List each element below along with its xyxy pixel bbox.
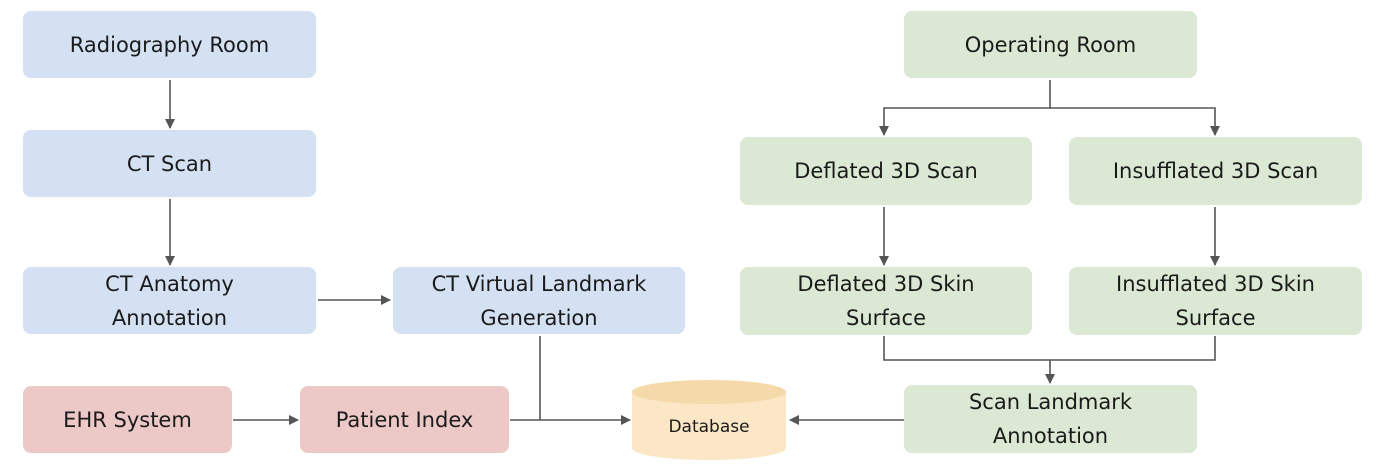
node-ct-anatomy-annotation: CT Anatomy Annotation <box>23 267 316 334</box>
node-ct-virtual-landmark-generation-label: CT Virtual Landmark Generation <box>431 271 647 330</box>
edge-operating-room-split <box>879 80 1051 136</box>
node-patient-index: Patient Index <box>300 386 509 453</box>
edge-operating-room-split-right <box>1050 107 1220 136</box>
node-insufflated-3d-scan-label: Insufflated 3D Scan <box>1112 159 1319 183</box>
node-insufflated-3d-skin-surface: Insufflated 3D Skin Surface <box>1069 267 1362 335</box>
node-deflated-3d-scan: Deflated 3D Scan <box>740 137 1032 205</box>
node-insufflated-3d-scan: Insufflated 3D Scan <box>1069 137 1362 205</box>
node-ct-virtual-landmark-generation: CT Virtual Landmark Generation <box>393 267 685 334</box>
node-patient-index-label: Patient Index <box>335 407 474 432</box>
node-radiography-room: Radiography Room <box>23 11 316 78</box>
node-scan-landmark-annotation-label: Scan Landmark Annotation <box>968 390 1133 448</box>
node-radiography-room-label: Radiography Room <box>69 32 270 57</box>
edge-surfaces-merge <box>883 336 1216 361</box>
node-ct-scan-label: CT Scan <box>126 151 213 176</box>
node-operating-room-label: Operating Room <box>964 32 1137 57</box>
database-label: Database <box>668 417 749 437</box>
node-ct-scan: CT Scan <box>23 130 316 197</box>
node-ehr-system: EHR System <box>23 386 232 453</box>
node-deflated-3d-scan-label: Deflated 3D Scan <box>794 159 978 183</box>
node-operating-room: Operating Room <box>904 11 1197 78</box>
node-ct-anatomy-annotation-label: CT Anatomy Annotation <box>105 271 234 330</box>
node-ehr-system-label: EHR System <box>63 407 192 432</box>
node-scan-landmark-annotation: Scan Landmark Annotation <box>904 385 1197 453</box>
node-deflated-3d-skin-surface: Deflated 3D Skin Surface <box>740 267 1032 335</box>
node-insufflated-3d-skin-surface-label: Insufflated 3D Skin Surface <box>1116 272 1315 330</box>
database-node: Database <box>632 380 786 460</box>
node-deflated-3d-skin-surface-label: Deflated 3D Skin Surface <box>797 272 975 330</box>
